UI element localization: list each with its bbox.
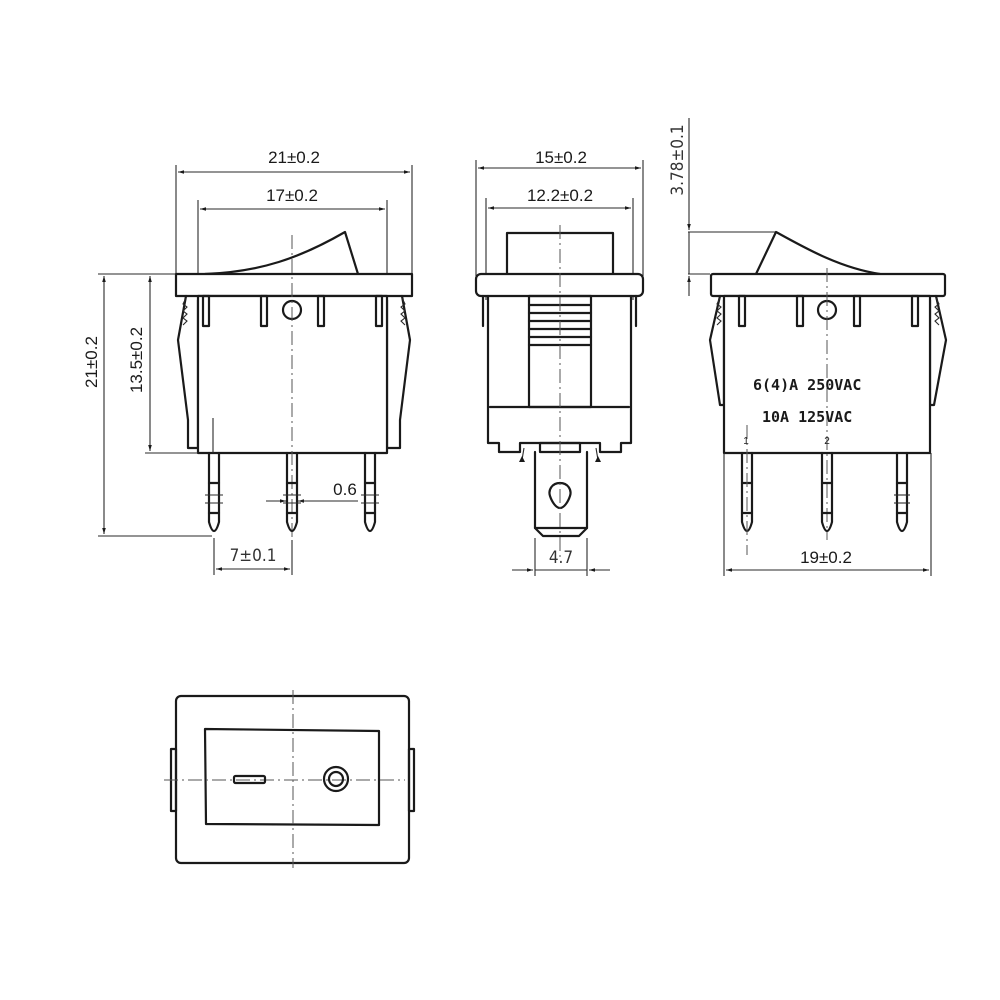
pin-thickness-label: 0.6 [333, 480, 357, 499]
rating-line-1: 6(4)A 250VAC [753, 376, 861, 394]
pin-span-label: 19±0.2 [800, 548, 852, 567]
pin-label-1: 1 [743, 436, 749, 447]
right-clip [385, 294, 412, 450]
front-pins [205, 451, 379, 533]
off-symbol-dash [232, 774, 267, 785]
side-overall-width-label: 15±0.2 [535, 148, 587, 167]
pin-label-2: 2 [824, 436, 830, 447]
right-flange [709, 272, 947, 298]
on-symbol-circle [322, 765, 350, 793]
right-rocker [754, 230, 882, 276]
terminal-width-label: 4.7 [549, 548, 573, 568]
front-view: 21±0.2 17±0.2 [82, 148, 414, 575]
top-right-clip [407, 747, 416, 813]
side-inner-width-label: 12.2±0.2 [527, 186, 593, 205]
quick-connect-terminal [533, 450, 589, 538]
right-view: 3.78±0.1 6(4)A 250VAC 10A 125VAC 1 2 [668, 118, 948, 576]
top-view [164, 690, 416, 868]
left-clip [176, 294, 200, 450]
front-overall-height-label: 21±0.2 [82, 336, 101, 388]
top-rocker-face [203, 727, 381, 827]
bezel-flange [174, 272, 414, 298]
right-pins [740, 425, 910, 555]
rocker-actuator [203, 230, 360, 276]
front-overall-width-label: 21±0.2 [268, 148, 320, 167]
side-view: 15±0.2 12.2±0.2 4.7 [474, 148, 645, 576]
rating-line-2: 10A 125VAC [762, 408, 852, 426]
front-inner-width-label: 17±0.2 [266, 186, 318, 205]
pin-pitch-label: 7±0.1 [230, 546, 277, 566]
rocker-height-label: 3.78±0.1 [668, 124, 688, 195]
front-body-height-label: 13.5±0.2 [127, 327, 146, 393]
